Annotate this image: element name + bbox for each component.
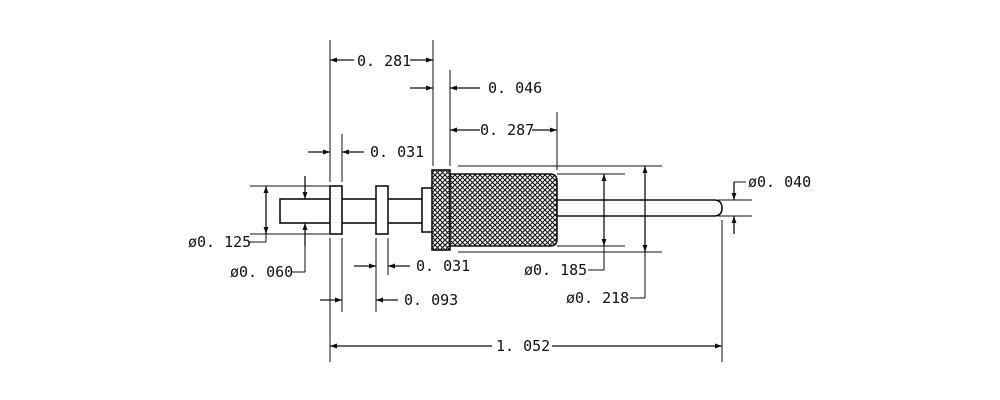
collar-2 — [375, 185, 389, 235]
dim-0287: 0. 287 — [480, 121, 534, 139]
dim-0046: 0. 046 — [488, 79, 542, 97]
dim-dia0185: ø0. 185 — [524, 261, 587, 279]
pin-shaft-rear — [279, 198, 431, 224]
collar-1 — [329, 185, 343, 235]
dimensions — [248, 40, 752, 362]
dim-dia0125: ø0. 125 — [188, 233, 251, 251]
tail-pin — [556, 199, 723, 217]
knurled-flange — [431, 169, 451, 251]
dim-0031-top: 0. 031 — [370, 143, 424, 161]
pin-part — [279, 169, 723, 251]
dim-0281: 0. 281 — [357, 52, 411, 70]
dim-dia0218: ø0. 218 — [566, 289, 629, 307]
dimension-labels: 0. 281 0. 046 0. 287 0. 031 ø0. 040 ø0. … — [188, 52, 811, 355]
dim-0031-bottom: 0. 031 — [416, 257, 470, 275]
knurled-body — [449, 173, 558, 247]
dim-dia0060: ø0. 060 — [230, 263, 293, 281]
dim-1052: 1. 052 — [496, 337, 550, 355]
dim-dia0040: ø0. 040 — [748, 173, 811, 191]
dim-0093: 0. 093 — [404, 291, 458, 309]
